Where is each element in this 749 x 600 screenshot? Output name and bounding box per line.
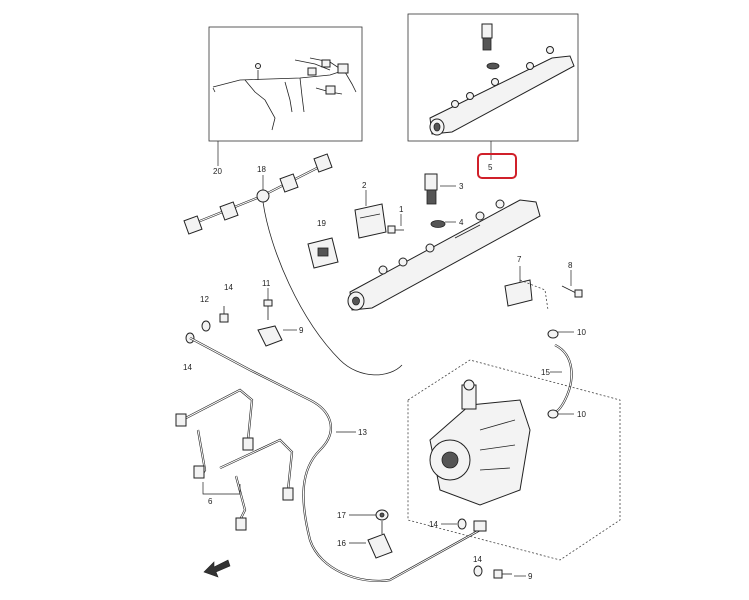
inset-harness [208,26,363,142]
callout-13: 13 [358,428,367,437]
fuel-rail [347,199,541,311]
callout-14-top: 12 [200,295,209,304]
bracket-2 [354,203,387,239]
callout-15: 15 [541,368,550,377]
inset-fuel-rail-frame [407,13,579,142]
callout-18: 18 [257,165,266,174]
callout-14-left: 14 [183,363,192,372]
bracket-7 [504,279,549,311]
callout-20: 20 [213,167,222,176]
callout-10-bottom: 10 [577,410,586,419]
inset-fuel-rail [407,13,579,142]
bolt-9-bottom [493,569,512,579]
bolt-1 [387,225,404,234]
callout-9-top: 14 [224,283,233,292]
washer-14-bottom [473,565,483,577]
bolt-11 [263,299,273,320]
pressure-sensor [424,173,438,205]
inset-harness-frame [208,26,363,142]
washer-14-top [201,320,211,332]
pipe-nut [473,520,487,532]
callout-1: 1 [399,205,404,214]
callout-6: 6 [208,497,213,506]
callout-14-bottom: 14 [473,555,482,564]
injector-harness [183,153,403,376]
callout-14-right: 14 [429,520,438,529]
bolt-9-top [219,306,229,323]
callout-10-top: 10 [577,328,586,337]
clamp-12 [257,325,283,347]
callout-17: 17 [337,511,346,520]
washer-4 [430,220,446,228]
fuel-pump [407,359,621,561]
hose-15 [552,344,573,415]
nut-17 [375,509,389,521]
clamp-16 [367,521,393,559]
washer-14-right [457,518,467,530]
clamp-19 [307,237,339,269]
highlight-box [477,153,517,179]
clip-10-top [547,329,559,339]
callout-2: 2 [362,181,367,190]
callout-16: 16 [337,539,346,548]
callout-12: 9 [299,326,304,335]
injection-pipes-6 [175,388,294,531]
callout-8: 8 [568,261,573,270]
clip-10-bottom [547,409,559,419]
callout-19: 19 [317,219,326,228]
callout-5: 5 [488,163,493,172]
leader-6 [202,482,241,495]
pipe-13 [189,337,481,582]
callout-3: 3 [459,182,464,191]
callout-9-bottom: 9 [528,572,533,581]
callout-7: 7 [517,255,522,264]
bolt-8 [561,285,583,298]
front-arrow-icon [203,559,231,578]
callout-4: 4 [459,218,464,227]
callout-11: 11 [262,279,271,288]
